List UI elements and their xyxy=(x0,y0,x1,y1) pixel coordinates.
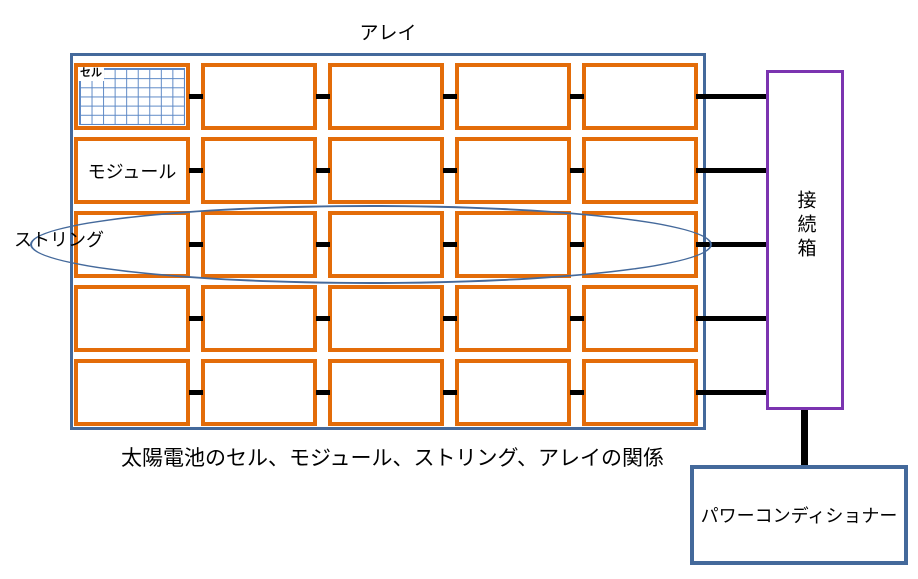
power-conditioner-box: パワーコンディショナー xyxy=(690,465,908,565)
module-connector xyxy=(316,316,330,321)
diagram-caption: 太陽電池のセル、モジュール、ストリング、アレイの関係 xyxy=(120,447,665,470)
module-r1c1: セル xyxy=(74,63,190,130)
module-connector xyxy=(443,94,457,99)
module-connector xyxy=(570,316,584,321)
junction-box: 接続箱 xyxy=(766,70,844,410)
module-connector xyxy=(316,94,330,99)
module-r5c4 xyxy=(455,359,571,426)
module-connector xyxy=(189,390,203,395)
module-r5c5 xyxy=(582,359,698,426)
module-connector xyxy=(316,168,330,173)
array-title: アレイ xyxy=(359,23,417,44)
module-connector xyxy=(570,390,584,395)
junction-box-label: 接続箱 xyxy=(794,190,816,262)
string-label: ストリング xyxy=(14,230,104,250)
string-to-junction-connector xyxy=(696,390,768,395)
string-to-junction-connector xyxy=(696,168,768,173)
junction-to-pc-connector xyxy=(801,408,808,466)
module-r4c1 xyxy=(74,285,190,352)
module-r4c5 xyxy=(582,285,698,352)
module-r5c1 xyxy=(74,359,190,426)
module-r4c3 xyxy=(328,285,444,352)
module-label: モジュール xyxy=(87,161,177,182)
module-r1c5 xyxy=(582,63,698,130)
string-ellipse xyxy=(30,205,712,284)
module-r4c2 xyxy=(201,285,317,352)
module-r1c2 xyxy=(201,63,317,130)
string-to-junction-connector xyxy=(696,94,768,99)
module-r5c3 xyxy=(328,359,444,426)
module-connector xyxy=(189,316,203,321)
module-connector xyxy=(189,94,203,99)
module-connector xyxy=(443,316,457,321)
string-to-junction-connector xyxy=(696,316,768,321)
string-to-junction-connector xyxy=(696,242,768,247)
module-r1c3 xyxy=(328,63,444,130)
module-r2c1: モジュール xyxy=(74,137,190,204)
module-r4c4 xyxy=(455,285,571,352)
module-connector xyxy=(443,390,457,395)
module-connector xyxy=(570,94,584,99)
module-r2c3 xyxy=(328,137,444,204)
power-conditioner-label: パワーコンディショナー xyxy=(700,506,898,526)
module-connector xyxy=(443,168,457,173)
module-connector xyxy=(189,168,203,173)
module-connector xyxy=(316,390,330,395)
module-connector xyxy=(570,168,584,173)
module-r2c4 xyxy=(455,137,571,204)
module-r2c2 xyxy=(201,137,317,204)
cell-label: セル xyxy=(79,67,104,81)
module-r1c4 xyxy=(455,63,571,130)
module-r5c2 xyxy=(201,359,317,426)
module-r2c5 xyxy=(582,137,698,204)
